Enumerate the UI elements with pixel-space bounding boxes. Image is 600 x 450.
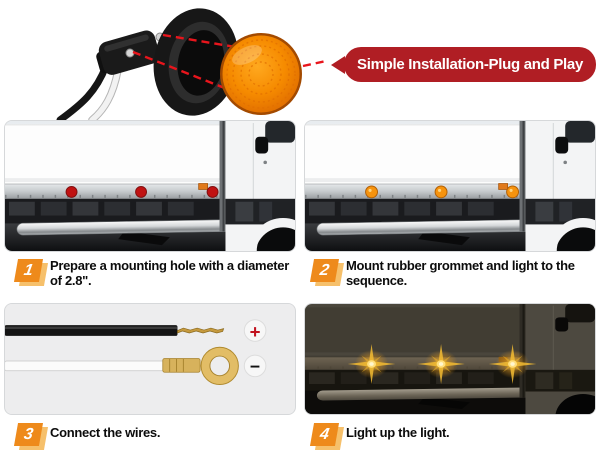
front-wheel (555, 227, 595, 251)
lit-light (417, 344, 465, 384)
lit-light (347, 344, 396, 384)
marker-light (365, 185, 378, 199)
marker-light (434, 185, 448, 199)
lit-light (488, 344, 537, 384)
panel-truck-holes (4, 120, 296, 252)
step-caption-row-2: 3 Connect the wires. 4 Light up the ligh… (0, 415, 600, 450)
step-4-text: Light up the light. (346, 425, 450, 440)
step-3-badge: 3 (13, 423, 50, 450)
truck-cab (219, 121, 295, 251)
positive-terminal-icon: + (243, 319, 267, 342)
step-2-text: Mount rubber grommet and light to the se… (346, 258, 575, 288)
side-mirror (555, 136, 569, 154)
truck-holes-image (5, 121, 295, 251)
svg-text:+: + (250, 321, 261, 342)
front-wheel (555, 394, 595, 414)
white-wire (89, 67, 121, 120)
hero-section: Simple Installation-Plug and Play (0, 0, 600, 120)
side-mirror (255, 136, 269, 154)
step-3-text: Connect the wires. (50, 425, 161, 440)
step-2-badge: 2 (309, 259, 346, 287)
rubber-grommet (153, 8, 239, 116)
negative-terminal-icon: − (243, 354, 267, 378)
step-4-number: 4 (309, 423, 340, 446)
step-2: 2 Mount rubber grommet and light to the … (300, 258, 596, 303)
step-caption-row-1: 1 Prepare a mounting hole with a diamete… (0, 252, 600, 303)
panel-truck-lights-mounted (304, 120, 596, 252)
banner-ribbon: Simple Installation-Plug and Play (331, 47, 596, 82)
step-3: 3 Connect the wires. (4, 422, 300, 450)
amber-lens (220, 33, 302, 115)
truck-cab (519, 121, 595, 251)
hole-marker (135, 186, 148, 198)
step-2-number: 2 (309, 259, 340, 282)
hole-marker (65, 186, 78, 198)
front-wheel (255, 227, 295, 251)
wiring-image: + − (5, 304, 294, 414)
stripped-strands (177, 327, 225, 334)
step-1-badge: 1 (13, 259, 50, 287)
step-4: 4 Light up the light. (300, 422, 596, 450)
step-1-number: 1 (13, 259, 44, 282)
black-positive-wire (5, 325, 225, 336)
mounting-holes (65, 186, 219, 198)
marker-light (506, 185, 520, 199)
banner-label: Simple Installation-Plug and Play (357, 56, 583, 73)
panel-wiring: + − (4, 303, 296, 415)
white-ground-wire (5, 346, 239, 386)
mounted-lights (365, 185, 520, 199)
side-mirror (555, 317, 569, 332)
lit-lights (347, 344, 537, 384)
amber-reflector (498, 183, 508, 190)
step-1: 1 Prepare a mounting hole with a diamete… (4, 258, 300, 303)
step-4-badge: 4 (309, 423, 346, 450)
panel-lights-on (304, 303, 596, 415)
step-3-number: 3 (13, 423, 44, 446)
step-image-row-1 (0, 120, 600, 252)
step-1-text: Prepare a mounting hole with a diameter … (50, 258, 289, 288)
truck-cab (519, 304, 595, 414)
chrome-side-bar (316, 387, 534, 401)
assembly-guide-line (302, 59, 327, 68)
product-assembly-image (56, 8, 327, 120)
step-image-row-2: + − (0, 303, 600, 415)
banner-arrow-icon (331, 55, 346, 74)
svg-text:−: − (250, 356, 260, 376)
hole-marker (206, 186, 219, 198)
amber-reflector (198, 183, 208, 190)
truck-lights-image (305, 121, 595, 251)
night-truck-image (305, 304, 595, 414)
